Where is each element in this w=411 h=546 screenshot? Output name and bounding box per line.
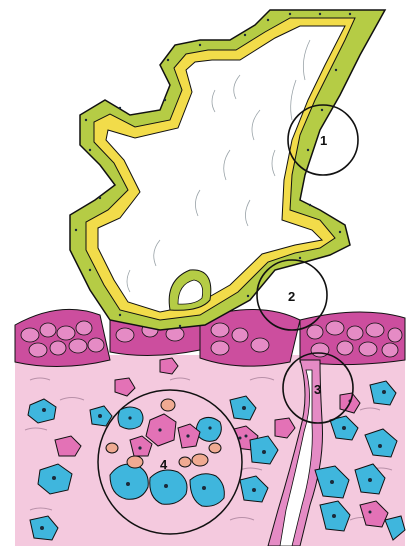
callout-label-4: 4 <box>160 457 168 472</box>
branching-gland <box>70 10 385 330</box>
blue-cell <box>196 417 221 441</box>
peach-cell <box>209 443 221 453</box>
callout-label-3: 3 <box>314 382 321 397</box>
blue-cell <box>150 470 187 504</box>
peach-cell <box>161 399 175 411</box>
peach-cell <box>179 457 191 467</box>
peach-cell <box>192 454 208 466</box>
magnified-region-4 <box>98 390 242 534</box>
callout-label-1: 1 <box>320 133 327 148</box>
peach-cell <box>127 456 143 468</box>
gland-stroma <box>98 26 345 312</box>
callout-label-2: 2 <box>288 289 295 304</box>
peach-cell <box>106 443 118 453</box>
